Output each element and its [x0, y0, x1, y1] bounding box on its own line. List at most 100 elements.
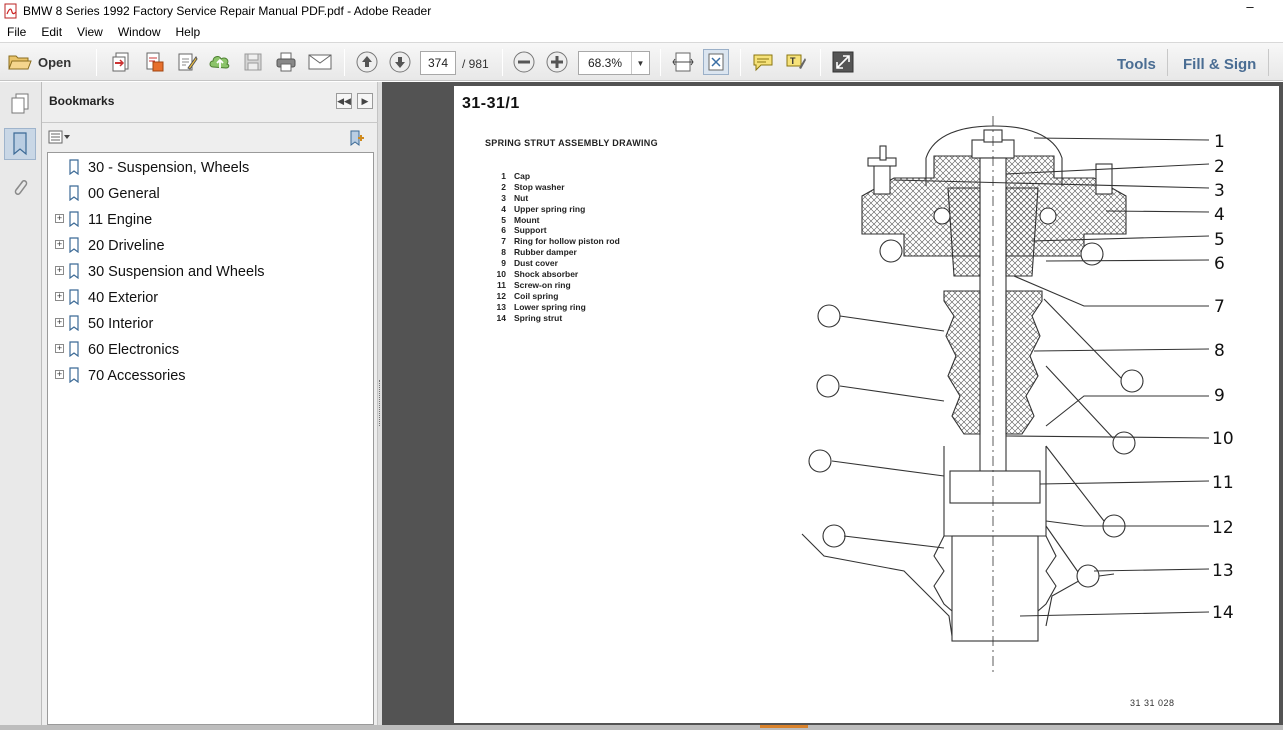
next-page-button[interactable] — [387, 49, 413, 75]
panel-splitter[interactable] — [378, 82, 382, 730]
zoom-in-button[interactable] — [544, 49, 570, 75]
toolbar: Open — [0, 42, 1283, 81]
arrow-up-icon — [356, 51, 378, 73]
edit-icon — [178, 53, 198, 71]
callout-3: 3 — [1214, 181, 1225, 201]
highlight-button[interactable]: T — [783, 49, 809, 75]
create-pdf-button[interactable] — [108, 49, 134, 75]
bookmark-icon — [69, 289, 79, 305]
new-bookmark-button[interactable] — [346, 129, 366, 147]
fit-page-icon — [672, 52, 694, 72]
tools-link[interactable]: Tools — [1117, 56, 1156, 73]
pdf-app-icon — [4, 3, 17, 19]
expand-toggle[interactable]: + — [55, 369, 64, 379]
expand-toggle[interactable]: + — [55, 317, 64, 327]
bookmarks-header: Bookmarks ◀◀ ▶ — [42, 82, 378, 120]
collapse-panel-button[interactable]: ◀◀ — [336, 93, 352, 109]
menu-file[interactable]: File — [7, 25, 27, 39]
menu-help[interactable]: Help — [175, 25, 201, 39]
email-button[interactable] — [306, 49, 334, 75]
page-heading: 31-31/1 — [462, 95, 520, 112]
callout-5: 5 — [1214, 230, 1225, 250]
expand-toggle[interactable]: + — [55, 213, 64, 223]
title-bar: BMW 8 Series 1992 Factory Service Repair… — [0, 0, 1283, 22]
fit-width-icon — [708, 53, 724, 71]
expand-toggle[interactable]: + — [55, 291, 64, 301]
edit-button[interactable] — [174, 49, 200, 75]
expand-toggle[interactable]: + — [55, 239, 64, 249]
spring-strut-drawing — [801, 116, 1210, 676]
save-button[interactable] — [240, 49, 266, 75]
drawing-title: SPRING STRUT ASSEMBLY DRAWING — [485, 138, 658, 148]
plus-icon — [546, 51, 568, 73]
open-button[interactable]: Open — [8, 49, 80, 75]
full-screen-button[interactable] — [830, 49, 856, 75]
bookmarks-title: Bookmarks — [49, 94, 115, 108]
horizontal-scrollbar[interactable] — [0, 725, 1283, 730]
expand-toggle[interactable]: + — [55, 265, 64, 275]
attachments-button[interactable] — [4, 172, 36, 204]
callout-11: 11 — [1212, 473, 1234, 493]
bookmark-icon — [69, 315, 79, 331]
zoom-select[interactable]: 68.3% ▼ — [578, 51, 650, 75]
callout-9: 9 — [1214, 386, 1225, 406]
comment-button[interactable] — [750, 49, 776, 75]
minus-icon — [513, 51, 535, 73]
bookmark-icon — [69, 237, 79, 253]
page-number-input[interactable]: 374 — [420, 51, 456, 75]
expand-panel-button[interactable]: ▶ — [357, 93, 373, 109]
upload-button[interactable] — [207, 49, 233, 75]
menu-edit[interactable]: Edit — [41, 25, 63, 39]
bookmark-icon — [69, 185, 79, 201]
combine-button[interactable] — [141, 49, 167, 75]
callout-14: 14 — [1212, 603, 1234, 623]
minimize-button[interactable]: – — [1246, 0, 1254, 14]
new-bookmark-icon — [350, 130, 364, 146]
chevron-down-icon[interactable]: ▼ — [631, 52, 649, 74]
comment-icon — [753, 54, 773, 72]
page-thumbnails-button[interactable] — [4, 88, 36, 120]
save-icon — [244, 53, 262, 71]
callout-1: 1 — [1214, 132, 1225, 152]
create-pdf-icon — [112, 52, 129, 72]
bookmarks-panel: Bookmarks ◀◀ ▶ 30 - Suspension, Wheels 0… — [42, 82, 378, 730]
expand-toggle[interactable]: + — [55, 343, 64, 353]
window-title: BMW 8 Series 1992 Factory Service Repair… — [23, 4, 432, 18]
figure-code: 31 31 028 — [1130, 698, 1175, 708]
scrolling-mode-button[interactable] — [670, 49, 696, 75]
bookmark-icon — [13, 132, 27, 156]
bookmarks-tab-button[interactable] — [4, 128, 36, 160]
zoom-value: 68.3% — [587, 56, 623, 70]
menu-view[interactable]: View — [77, 25, 103, 39]
fill-sign-link[interactable]: Fill & Sign — [1183, 56, 1257, 73]
fit-width-button[interactable] — [703, 49, 729, 75]
bookmark-icon — [69, 341, 79, 357]
callout-12: 12 — [1212, 518, 1234, 538]
bookmark-icon — [69, 367, 79, 383]
bookmark-options-button[interactable] — [48, 130, 74, 146]
bookmark-icon — [69, 263, 79, 279]
bookmark-icon — [69, 159, 79, 175]
zoom-out-button[interactable] — [511, 49, 537, 75]
callout-10: 10 — [1212, 429, 1234, 449]
scroll-thumb[interactable] — [760, 725, 808, 728]
print-button[interactable] — [273, 49, 299, 75]
splitter-grip[interactable] — [379, 380, 381, 426]
print-icon — [276, 52, 296, 72]
menu-window[interactable]: Window — [117, 25, 161, 39]
cloud-upload-icon — [209, 56, 230, 69]
callout-13: 13 — [1212, 561, 1234, 581]
previous-page-button[interactable] — [354, 49, 380, 75]
